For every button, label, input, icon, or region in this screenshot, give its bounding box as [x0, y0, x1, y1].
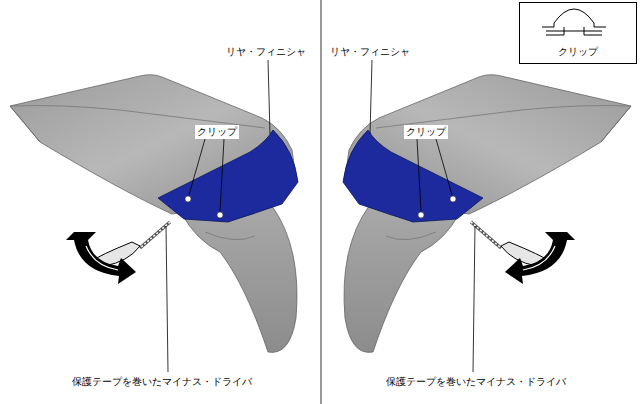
callout-label: クリップ [195, 125, 239, 139]
divider [321, 0, 322, 404]
tool-note: 保護テープを巻いたマイナス・ドライバ [72, 376, 252, 388]
leader-lines [166, 60, 475, 372]
callout-label: クリップ [404, 125, 448, 139]
clip-symbol [524, 5, 624, 41]
left-view [10, 75, 298, 353]
tool-note: 保護テープを巻いたマイナス・ドライバ [386, 376, 566, 388]
legend-box: クリップ [519, 2, 637, 64]
part-name: リヤ・フィニシャ [330, 46, 410, 58]
right-view [343, 75, 631, 353]
box-label: クリップ [520, 46, 636, 58]
part-name: リヤ・フィニシャ [226, 46, 306, 58]
